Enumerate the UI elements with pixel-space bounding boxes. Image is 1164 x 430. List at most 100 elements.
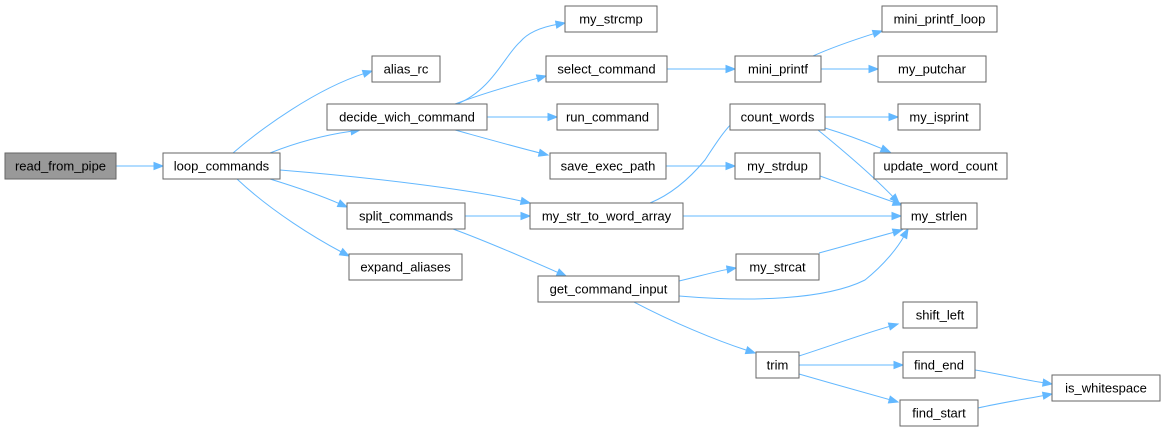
node-label: update_word_count <box>883 159 998 174</box>
node-is-whitespace[interactable]: is_whitespace <box>1051 374 1161 402</box>
node-box <box>4 152 117 180</box>
node-label: is_whitespace <box>1065 381 1147 396</box>
node-loop-commands[interactable]: loop_commands <box>162 152 281 180</box>
node-label: my_strlen <box>911 209 967 224</box>
edge-select-command-to-mini-printf <box>667 64 737 74</box>
node-find-start[interactable]: find_start <box>899 399 979 427</box>
node-label: count_words <box>741 110 815 125</box>
node-box <box>346 202 466 230</box>
edge-count-words-to-my-isprint <box>825 112 900 122</box>
edge-split-commands-to-my-str-to-word-array <box>465 211 532 221</box>
arrowhead-icon <box>361 69 374 78</box>
node-label: find_end <box>914 358 964 373</box>
edge-line <box>798 373 891 401</box>
edge-save-exec-path-to-my-strdup <box>666 161 737 171</box>
arrowhead-icon <box>891 228 904 237</box>
edge-line <box>798 325 891 357</box>
edge-my-strdup-to-my-strlen <box>819 175 904 206</box>
node-label: find_start <box>912 406 966 421</box>
edge-loop-commands-to-my-str-to-word-array <box>279 169 532 206</box>
edge-line <box>236 178 343 253</box>
edge-line <box>269 130 353 154</box>
edge-decide-wich-command-to-select-command <box>454 74 548 105</box>
node-split-commands[interactable]: split_commands <box>346 202 466 230</box>
edge-trim-to-shift-left <box>798 322 900 357</box>
arrowhead-icon <box>547 112 559 122</box>
node-label: read_from_pipe <box>15 159 106 174</box>
edge-loop-commands-to-expand-aliases <box>236 178 351 257</box>
node-label: trim <box>767 358 789 373</box>
node-box <box>529 202 684 230</box>
node-label: my_str_to_word_array <box>542 209 672 224</box>
edge-line <box>454 77 539 105</box>
node-box <box>545 55 668 83</box>
node-select-command[interactable]: select_command <box>545 55 668 83</box>
edge-my-str-to-word-array-to-my-strlen <box>683 211 903 221</box>
arrowhead-icon <box>899 227 909 240</box>
arrowhead-icon <box>535 74 548 83</box>
node-box <box>371 55 441 83</box>
node-box <box>902 301 978 329</box>
arrowhead-icon <box>336 199 349 208</box>
node-box <box>877 55 987 83</box>
node-label: mini_printf_loop <box>894 12 986 27</box>
edge-find-start-to-is-whitespace <box>977 391 1054 409</box>
edge-line <box>232 72 365 154</box>
node-my-str-to-word-array[interactable]: my_str_to_word_array <box>529 202 684 230</box>
node-my-strdup[interactable]: my_strdup <box>734 152 821 180</box>
arrowhead-icon <box>725 265 738 274</box>
node-label: mini_printf <box>748 62 808 77</box>
node-my-isprint[interactable]: my_isprint <box>897 103 981 131</box>
arrowhead-icon <box>520 211 532 221</box>
node-save-exec-path[interactable]: save_exec_path <box>549 152 667 180</box>
edge-line <box>678 235 905 300</box>
edge-split-commands-to-get-command-input <box>452 228 568 277</box>
edge-mini-printf-to-my-putchar <box>821 64 880 74</box>
node-decide-wich-command[interactable]: decide_wich_command <box>326 103 488 131</box>
node-box <box>734 55 822 83</box>
node-label: loop_commands <box>174 159 270 174</box>
node-alias-rc[interactable]: alias_rc <box>371 55 441 83</box>
node-run-command[interactable]: run_command <box>556 103 659 131</box>
node-shift-left[interactable]: shift_left <box>902 301 978 329</box>
edge-line <box>456 23 558 105</box>
node-box <box>549 152 667 180</box>
node-box <box>735 253 820 281</box>
edge-line <box>452 228 559 274</box>
edge-loop-commands-to-alias-rc <box>232 69 374 154</box>
arrowhead-icon <box>725 161 737 171</box>
node-label: alias_rc <box>384 62 429 77</box>
node-find-end[interactable]: find_end <box>902 351 976 379</box>
node-trim[interactable]: trim <box>755 351 800 379</box>
edge-my-strcat-to-my-strlen <box>818 228 904 254</box>
node-box <box>162 152 281 180</box>
node-label: shift_left <box>916 308 965 323</box>
arrowhead-icon <box>555 268 568 277</box>
node-my-strcmp[interactable]: my_strcmp <box>564 5 658 33</box>
arrowhead-icon <box>893 360 905 370</box>
node-read-from-pipe[interactable]: read_from_pipe <box>4 152 117 180</box>
node-label: my_strdup <box>747 159 808 174</box>
node-get-command-input[interactable]: get_command_input <box>537 275 680 303</box>
arrowhead-icon <box>871 29 884 38</box>
node-mini-printf[interactable]: mini_printf <box>734 55 822 83</box>
node-my-putchar[interactable]: my_putchar <box>877 55 987 83</box>
edge-count-words-to-update-word-count <box>824 127 892 153</box>
node-update-word-count[interactable]: update_word_count <box>873 152 1008 180</box>
node-count-words[interactable]: count_words <box>729 103 826 131</box>
node-my-strlen[interactable]: my_strlen <box>900 202 978 230</box>
node-box <box>897 103 981 131</box>
node-my-strcat[interactable]: my_strcat <box>735 253 820 281</box>
edge-mini-printf-to-mini-printf-loop <box>812 29 884 57</box>
edge-get-command-input-to-trim <box>633 301 757 355</box>
edge-line <box>812 32 875 57</box>
node-box <box>899 399 979 427</box>
node-expand-aliases[interactable]: expand_aliases <box>348 253 463 281</box>
edge-get-command-input-to-my-strcat <box>678 265 738 282</box>
node-box <box>1051 374 1161 402</box>
node-label: my_strcat <box>749 260 806 275</box>
arrowhead-icon <box>725 64 737 74</box>
node-mini-printf-loop[interactable]: mini_printf_loop <box>881 5 998 33</box>
arrowhead-icon <box>868 64 880 74</box>
edge-line <box>977 394 1045 409</box>
